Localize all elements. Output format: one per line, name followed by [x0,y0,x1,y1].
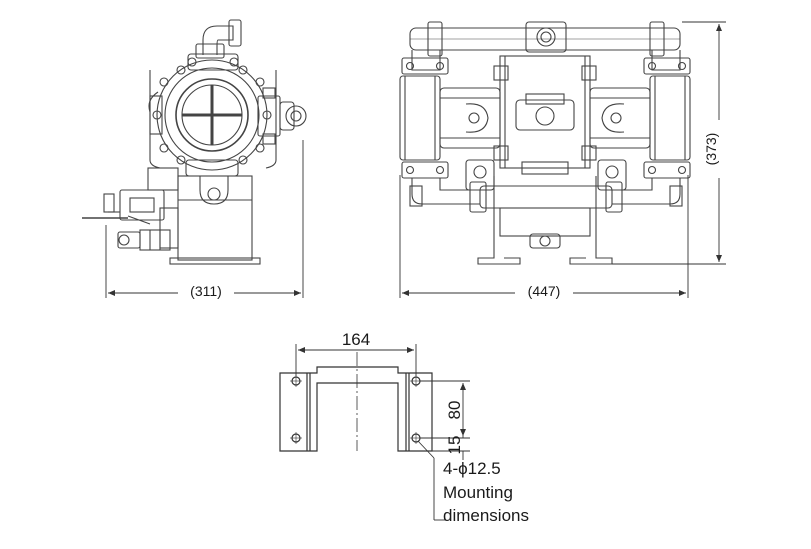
mounting-bracket [279,352,433,452]
mounting-width-label: 164 [342,330,370,349]
mounting-caption-line2: dimensions [443,506,529,525]
front-view-height-label-bg [700,120,724,178]
hole-leader-line [417,440,446,521]
front-view-width-label-bg [515,282,573,300]
front-view-width-label: (447) [528,283,561,299]
mounting-hole-offset-label: 15 [445,436,464,455]
mounting-hole-spacing-label: 80 [445,401,464,420]
pump-side-view [82,19,307,265]
mounting-caption-line1: Mounting [443,483,513,502]
pump-front-view [399,21,691,265]
side-view-width-label-bg [178,282,234,300]
mounting-vertical-dimensions [420,380,470,460]
mounting-width-dimension [295,344,417,376]
side-view-width-label: (311) [190,283,222,299]
front-view-height-label: (373) [703,133,719,166]
hole-spec-note: 4-ϕ12.5 [443,459,501,478]
